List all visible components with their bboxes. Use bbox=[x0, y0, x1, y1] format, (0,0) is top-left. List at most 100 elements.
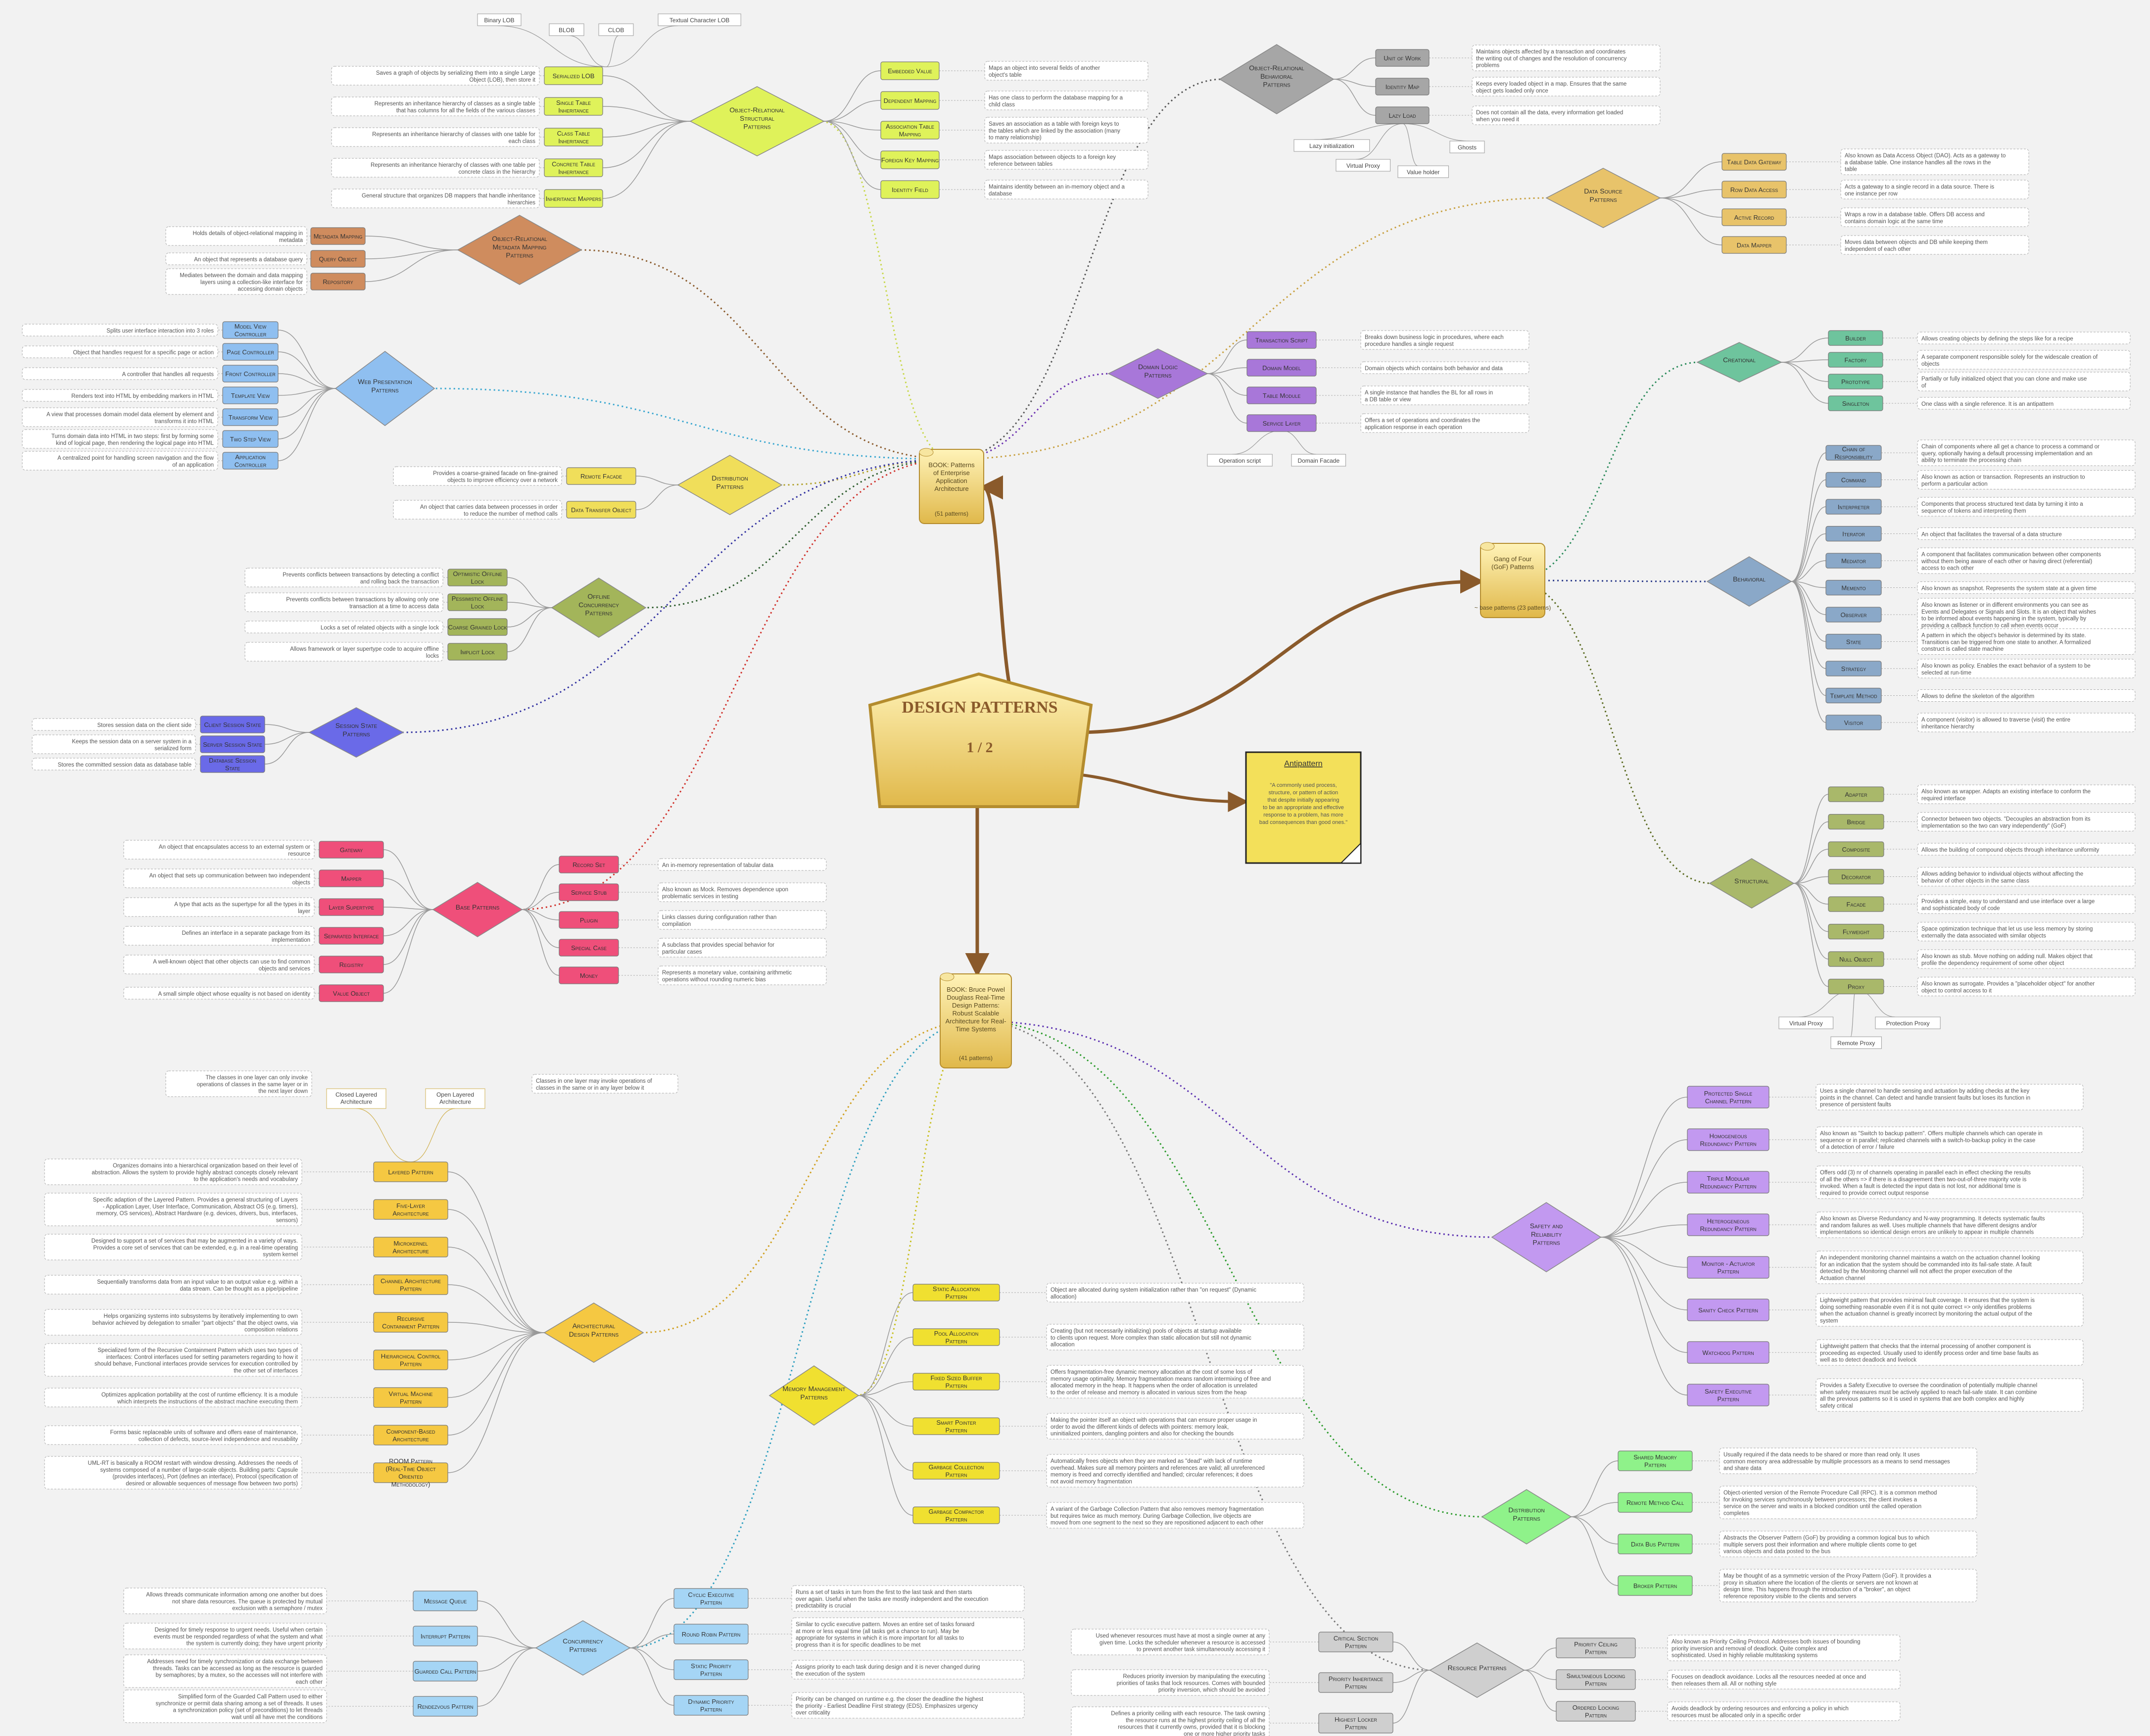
pattern-interrupt-pattern[interactable]: Interrupt Pattern bbox=[413, 1626, 478, 1646]
pattern-factory[interactable]: Factory bbox=[1828, 352, 1883, 368]
pattern-table-module[interactable]: Table Module bbox=[1246, 386, 1317, 404]
pattern-round-robin-pattern[interactable]: Round Robin Pattern bbox=[673, 1624, 749, 1644]
leaf-ghosts-3[interactable]: Ghosts bbox=[1449, 141, 1485, 153]
pattern-watchdog-pattern[interactable]: Watchdog Pattern bbox=[1687, 1341, 1769, 1364]
pattern-metadata-mapping[interactable]: Metadata Mapping bbox=[310, 227, 366, 245]
pattern-adapter[interactable]: Adapter bbox=[1828, 786, 1884, 802]
pattern-interpreter[interactable]: Interpreter bbox=[1825, 499, 1882, 515]
leaf-domain-facade[interactable]: Domain Facade bbox=[1291, 454, 1346, 467]
pattern-dependent-mapping[interactable]: Dependent Mapping bbox=[880, 91, 940, 110]
pattern-strategy[interactable]: Strategy bbox=[1825, 661, 1882, 676]
pattern-template-view[interactable]: Template View bbox=[222, 386, 279, 404]
pattern-flyweight[interactable]: Flyweight bbox=[1828, 923, 1884, 940]
pattern-two-step-view[interactable]: Two Step View bbox=[222, 430, 279, 448]
group-crp[interactable]: Creational bbox=[1696, 342, 1782, 383]
pattern-decorator[interactable]: Decorator bbox=[1828, 868, 1884, 885]
group-rsp[interactable]: Resource Patterns bbox=[1429, 1642, 1525, 1698]
pattern-transform-view[interactable]: Transform View bbox=[222, 408, 279, 426]
pattern-value-object[interactable]: Value Object bbox=[319, 984, 384, 1002]
pattern-service-layer[interactable]: Service Layer bbox=[1246, 414, 1317, 432]
pattern-proxy[interactable]: Proxy bbox=[1828, 978, 1884, 995]
antipattern-note[interactable]: Antipattern "A commonly used process,str… bbox=[1245, 751, 1362, 864]
leaf-clob[interactable]: CLOB bbox=[598, 23, 634, 36]
pattern-unit-of-work[interactable]: Unit of Work bbox=[1375, 49, 1430, 67]
pattern-coarse-grained-lock[interactable]: Coarse Grained Lock bbox=[447, 618, 508, 636]
pattern-visitor[interactable]: Visitor bbox=[1825, 715, 1882, 730]
leaf-binary-lob[interactable]: Binary LOB bbox=[477, 13, 522, 26]
pattern-domain-model[interactable]: Domain Model bbox=[1246, 359, 1317, 377]
pattern-iterator[interactable]: Iterator bbox=[1825, 526, 1882, 542]
pattern-data-bus-pattern[interactable]: Data Bus Pattern bbox=[1618, 1534, 1693, 1554]
pattern-mapper[interactable]: Mapper bbox=[319, 869, 384, 887]
pattern-money[interactable]: Money bbox=[559, 966, 619, 984]
pattern-implicit-lock[interactable]: Implicit Lock bbox=[447, 643, 508, 661]
pattern-server-session-state[interactable]: Server Session State bbox=[200, 735, 265, 753]
pattern-null-object[interactable]: Null Object bbox=[1828, 951, 1884, 967]
pattern-broker-pattern[interactable]: Broker Pattern bbox=[1618, 1575, 1693, 1596]
center-node[interactable]: Design Patterns 1 / 2 bbox=[868, 672, 1093, 808]
group-stp[interactable]: Structural bbox=[1709, 858, 1795, 909]
leaf-value-holder-2[interactable]: Value holder bbox=[1397, 165, 1449, 178]
pattern-mediator[interactable]: Mediator bbox=[1825, 553, 1882, 569]
pattern-data-mapper[interactable]: Data Mapper bbox=[1721, 236, 1787, 254]
pattern-remote-method-call[interactable]: Remote Method Call bbox=[1618, 1492, 1693, 1513]
pattern-identity-field[interactable]: Identity Field bbox=[880, 180, 940, 199]
pattern-row-data-access[interactable]: Row Data Access bbox=[1721, 181, 1787, 198]
pattern-registry[interactable]: Registry bbox=[319, 956, 384, 973]
pattern-composite[interactable]: Composite bbox=[1828, 841, 1884, 857]
pattern-template-method[interactable]: Template Method bbox=[1825, 687, 1882, 704]
leaf-remote-proxy-proxy[interactable]: Remote Proxy bbox=[1830, 1036, 1882, 1049]
leaf-lazy-initialization-0[interactable]: Lazy initialization bbox=[1293, 139, 1370, 152]
leaf-virtual-proxy-proxy[interactable]: Virtual Proxy bbox=[1778, 1016, 1834, 1029]
pattern-observer[interactable]: Observer bbox=[1825, 607, 1882, 623]
pattern-data-transfer-object[interactable]: Data Transfer Object bbox=[566, 501, 636, 519]
pattern-identity-map[interactable]: Identity Map bbox=[1375, 78, 1430, 96]
group-bhp[interactable]: Behavioral bbox=[1706, 556, 1792, 607]
pattern-facade[interactable]: Facade bbox=[1828, 896, 1884, 912]
pattern-embedded-value[interactable]: Embedded Value bbox=[880, 61, 940, 80]
pattern-command[interactable]: Command bbox=[1825, 472, 1882, 488]
pattern-query-object[interactable]: Query Object bbox=[310, 250, 366, 268]
